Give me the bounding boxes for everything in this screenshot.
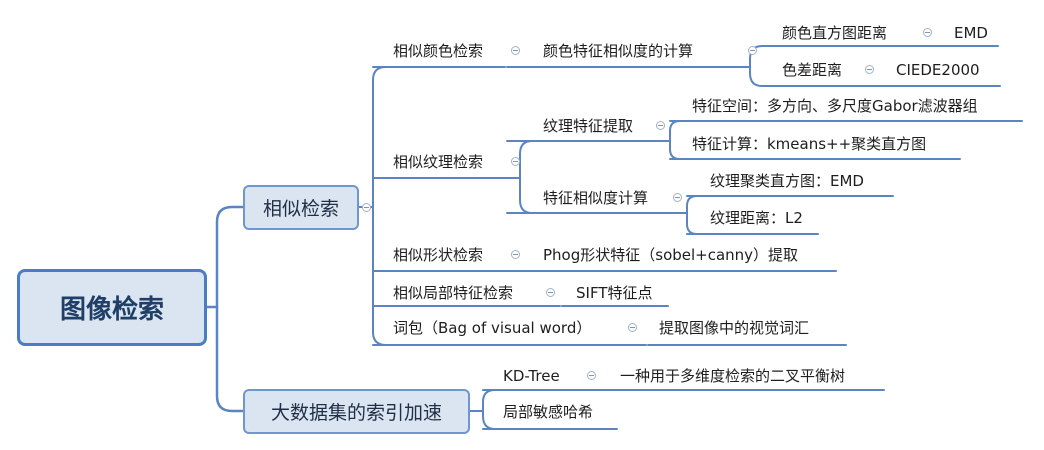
node-locality-sensitive-hashing[interactable]: 局部敏感哈希: [503, 403, 594, 421]
node-phog-shape-feature[interactable]: Phog形状特征（sobel+canny）提取: [543, 246, 799, 264]
collapse-icon[interactable]: [748, 46, 757, 55]
node-similar-texture-search[interactable]: 相似纹理检索: [393, 153, 484, 171]
connector-line-31: [667, 120, 681, 142]
node-ciede2000[interactable]: CIEDE2000: [896, 61, 980, 79]
connector-line-28: [519, 177, 533, 214]
collapse-icon[interactable]: [865, 65, 874, 74]
collapse-icon[interactable]: [587, 371, 596, 380]
collapse-icon[interactable]: [511, 250, 520, 259]
node-color-difference-distance[interactable]: 色差距离: [782, 61, 843, 79]
connector-root-similar: [205, 205, 245, 309]
connector-line-22: [372, 331, 387, 346]
node-color-histogram-distance[interactable]: 颜色直方图距离: [782, 24, 888, 42]
collapse-icon[interactable]: [656, 121, 665, 130]
collapse-icon[interactable]: [511, 46, 520, 55]
connector-line-32: [669, 140, 681, 160]
connector-root-index: [215, 305, 245, 413]
node-texture-feature-extraction[interactable]: 纹理特征提取: [543, 117, 634, 135]
node-local-feature-search[interactable]: 相似局部特征检索: [393, 284, 514, 302]
node-similar-color-search[interactable]: 相似颜色检索: [393, 42, 484, 60]
collapse-icon[interactable]: [628, 323, 637, 332]
node-feature-similarity-calc[interactable]: 特征相似度计算: [543, 189, 649, 207]
branch-similar-search[interactable]: 相似检索: [243, 185, 359, 230]
node-bag-of-visual-words[interactable]: 词包（Bag of visual word）: [393, 319, 592, 337]
collapse-icon[interactable]: [546, 288, 555, 297]
connector-line-25: [482, 389, 496, 403]
root-node[interactable]: 图像检索: [17, 269, 207, 346]
connector-line-27: [504, 140, 533, 179]
branch-index-acceleration[interactable]: 大数据集的索引加速: [243, 389, 470, 434]
node-kd-tree[interactable]: KD-Tree: [503, 367, 560, 385]
node-feature-computation[interactable]: 特征计算：kmeans++聚类直方图: [692, 135, 927, 153]
collapse-icon[interactable]: [923, 28, 932, 37]
node-similar-shape-search[interactable]: 相似形状检索: [393, 246, 484, 264]
connector-line-30: [749, 66, 763, 87]
node-feature-space[interactable]: 特征空间：多方向、多尺度Gabor滤波器组: [692, 97, 978, 115]
node-color-similarity-calc[interactable]: 颜色特征相似度的计算: [543, 42, 694, 60]
node-visual-vocabulary[interactable]: 提取图像中的视觉词汇: [659, 319, 810, 337]
collapse-icon[interactable]: [362, 203, 371, 212]
connector-line-21: [372, 66, 387, 81]
node-texture-cluster-histogram[interactable]: 纹理聚类直方图：EMD: [710, 172, 864, 190]
node-balanced-binary-tree[interactable]: 一种用于多维度检索的二叉平衡树: [620, 367, 846, 385]
connector-line-33: [682, 195, 698, 214]
connector-line-34: [686, 212, 698, 235]
connector-line-26: [482, 415, 496, 430]
node-emd[interactable]: EMD: [954, 24, 988, 42]
node-sift-keypoints[interactable]: SIFT特征点: [576, 284, 653, 302]
collapse-icon[interactable]: [511, 157, 520, 166]
node-texture-distance[interactable]: 纹理距离：L2: [710, 209, 803, 227]
collapse-icon[interactable]: [673, 193, 682, 202]
